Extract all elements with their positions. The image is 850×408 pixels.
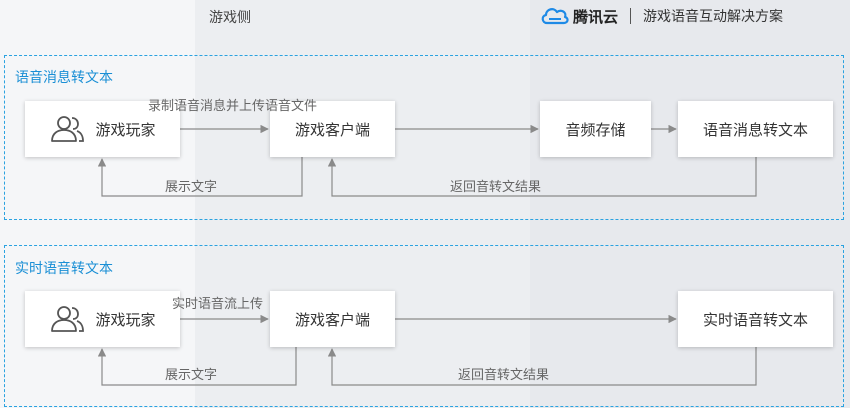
section-title: 实时语音转文本 [15,261,113,277]
label-return-result: 返回音转文结果 [458,368,550,383]
section-voice-message-to-text [4,55,844,220]
brand-header: 腾讯云 游戏语音互动解决方案 [540,4,783,28]
section-realtime-voice-to-text [4,245,844,407]
node-game-player: 游戏玩家 [25,291,180,347]
node-game-player: 游戏玩家 [25,101,180,157]
node-label: 游戏客户端 [294,120,370,139]
node-realtime-voice-to-text: 实时语音转文本 [678,291,833,347]
label-upload: 实时语音流上传 [172,297,264,312]
label-return-result: 返回音转文结果 [450,180,542,195]
node-voice-message-to-text: 语音消息转文本 [678,101,833,157]
label-upload: 录制语音消息并上传语音文件 [148,99,318,114]
node-game-client: 游戏客户端 [270,101,395,157]
arrow-client-to-player-show-2 [97,347,297,386]
arrow-service-to-client-return [327,157,757,197]
node-label: 游戏玩家 [95,310,156,329]
label-show-text: 展示文字 [165,368,218,383]
node-label: 实时语音转文本 [702,310,808,329]
brand-name: 腾讯云 [573,7,619,26]
users-icon [51,116,85,142]
node-audio-storage: 音频存储 [540,101,651,157]
node-label: 音频存储 [565,120,626,139]
label-show-text: 展示文字 [165,180,218,195]
game-side-label: 游戏侧 [209,10,251,26]
node-label: 游戏客户端 [294,310,370,329]
users-icon [51,306,85,332]
section-title: 语音消息转文本 [15,70,113,86]
node-game-client: 游戏客户端 [270,291,395,347]
solution-title: 游戏语音互动解决方案 [643,9,784,25]
node-label: 游戏玩家 [95,120,156,139]
tencent-cloud-logo-icon [541,8,569,25]
brand-divider [630,8,632,24]
node-label: 语音消息转文本 [702,120,808,139]
arrow-service-to-client-return-2 [327,347,757,386]
arrow-client-to-player-show [97,157,303,197]
